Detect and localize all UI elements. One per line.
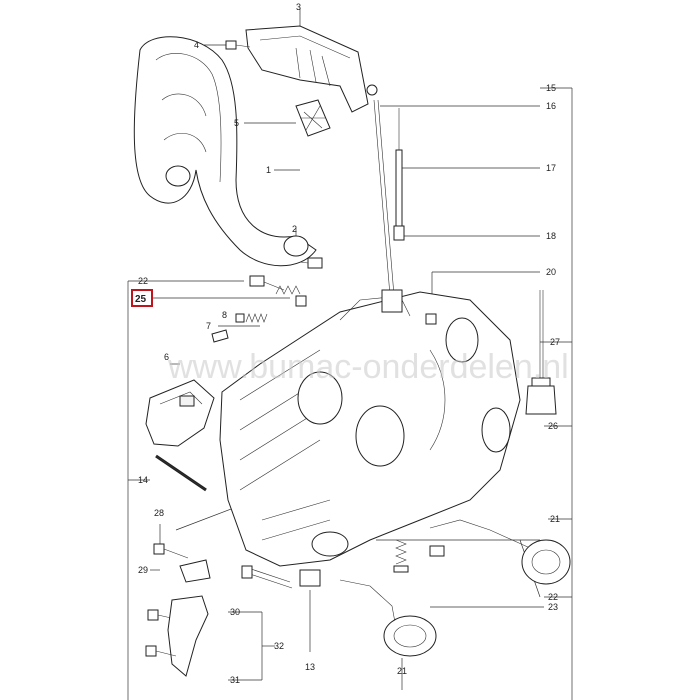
callout-18: 18 (546, 231, 556, 241)
callout-5: 5 (234, 118, 239, 128)
part-top-cover (245, 25, 369, 113)
callout-27: 27 (550, 337, 560, 347)
part-spring-25 (249, 275, 307, 307)
callout-8: 8 (222, 310, 227, 320)
part-spring-8 (235, 313, 268, 323)
callout-labels: 3 4 5 1 2 15 16 17 18 20 27 26 21 22 23 … (135, 2, 560, 685)
callout-23: 23 (548, 602, 558, 612)
part-handle-1 (133, 36, 317, 267)
callout-14: 14 (138, 475, 148, 485)
callout-1: 1 (266, 165, 271, 175)
callout-31: 31 (230, 675, 240, 685)
part-crankcase-housing (219, 289, 521, 567)
callout-4: 4 (194, 40, 199, 50)
callout-17: 17 (546, 163, 556, 173)
callout-32: 32 (274, 641, 284, 651)
callout-22b: 22 (548, 592, 558, 602)
part-bolt-28 (153, 543, 211, 583)
part-probe-27 (525, 290, 557, 415)
part-rod-assembly (366, 84, 405, 321)
callout-13: 13 (305, 662, 315, 672)
part-plate-30 (145, 595, 209, 677)
part-filter-5 (295, 99, 331, 137)
highlight-box (131, 289, 153, 307)
callout-21a: 21 (550, 514, 560, 524)
callout-20: 20 (546, 267, 556, 277)
callout-28: 28 (154, 508, 164, 518)
part-rod-14 (155, 454, 207, 492)
callout-7: 7 (206, 321, 211, 331)
part-bolt-2 (299, 257, 323, 269)
leader-lines (127, 8, 573, 700)
part-pad-7 (211, 329, 229, 343)
callout-16: 16 (546, 101, 556, 111)
callout-30: 30 (230, 607, 240, 617)
part-cap-21b (339, 579, 437, 657)
callout-6: 6 (164, 352, 169, 362)
callout-22a: 22 (138, 276, 148, 286)
callout-3: 3 (296, 2, 301, 12)
part-screws-13 (241, 565, 321, 589)
part-bracket-6 (145, 379, 215, 447)
part-spring-23 (393, 539, 409, 573)
part-screw-4 (225, 40, 251, 50)
callout-25: 25 (135, 294, 147, 305)
callout-29: 29 (138, 565, 148, 575)
part-cap-21a (429, 519, 571, 585)
callout-15: 15 (546, 83, 556, 93)
callout-26: 26 (548, 421, 558, 431)
callout-2: 2 (292, 224, 297, 234)
callout-21b: 21 (397, 666, 407, 676)
watermark: www.bumac-onderdelen.nl (167, 348, 569, 386)
